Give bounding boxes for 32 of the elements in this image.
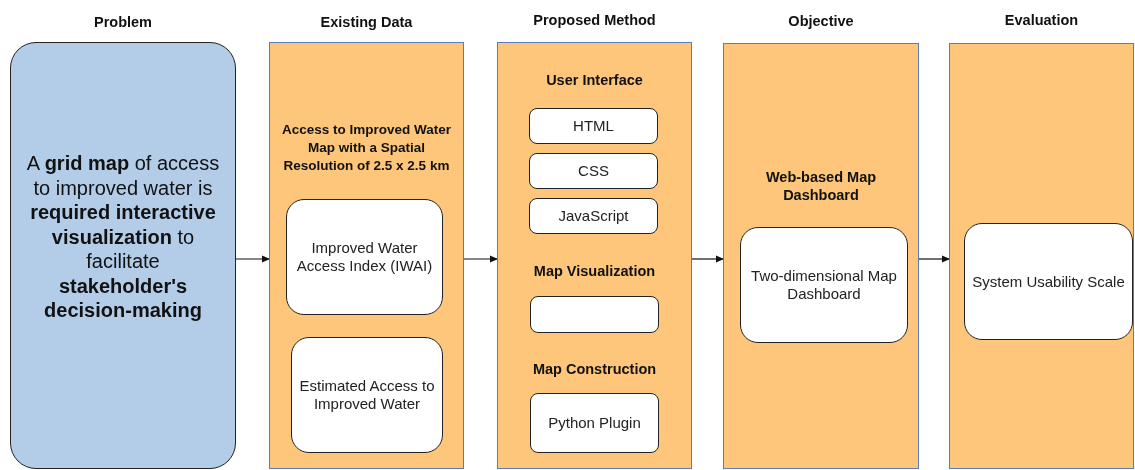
rounded-box xyxy=(530,296,659,333)
problem-statement: A grid map of access to improved water is required interactive visualization to facilitate stakeholder's decision-making xyxy=(25,151,221,323)
subheading: Web-based Map Dashboard xyxy=(764,168,878,204)
rounded-box xyxy=(286,199,443,315)
column-heading: Evaluation xyxy=(1004,11,1079,29)
arrow xyxy=(463,255,498,263)
box-label: Estimated Access to Improved Water xyxy=(298,377,436,413)
subheading: Access to Improved Water Map with a Spatial Resolution of 2.5 x 2.5 km xyxy=(280,121,453,175)
section-heading: Map Visualization xyxy=(533,262,656,280)
box-label: System Usability Scale xyxy=(971,272,1126,291)
rounded-box xyxy=(740,227,908,343)
column-heading: Existing Data xyxy=(320,13,413,31)
box-label: Two-dimensional Map Dashboard xyxy=(750,267,898,303)
box-label: CSS xyxy=(577,162,610,180)
column-heading: Problem xyxy=(94,13,152,31)
arrow xyxy=(918,255,950,263)
rounded-box xyxy=(529,108,658,144)
box-label: JavaScript xyxy=(557,207,630,225)
section-heading: User Interface xyxy=(546,71,643,89)
box-label: Improved Water Access Index (IWAI) xyxy=(295,239,434,275)
rounded-box xyxy=(529,153,658,189)
column-heading: Objective xyxy=(788,12,854,30)
section-heading: Map Construction xyxy=(532,360,657,378)
rounded-box xyxy=(529,198,658,234)
rounded-box xyxy=(530,393,659,453)
box-label: HTML xyxy=(572,117,615,135)
rounded-box xyxy=(291,337,443,453)
arrow xyxy=(691,255,724,263)
column-heading: Proposed Method xyxy=(533,11,656,29)
box-label: Python Plugin xyxy=(547,414,642,432)
arrow xyxy=(235,255,270,263)
rounded-box xyxy=(964,223,1133,340)
